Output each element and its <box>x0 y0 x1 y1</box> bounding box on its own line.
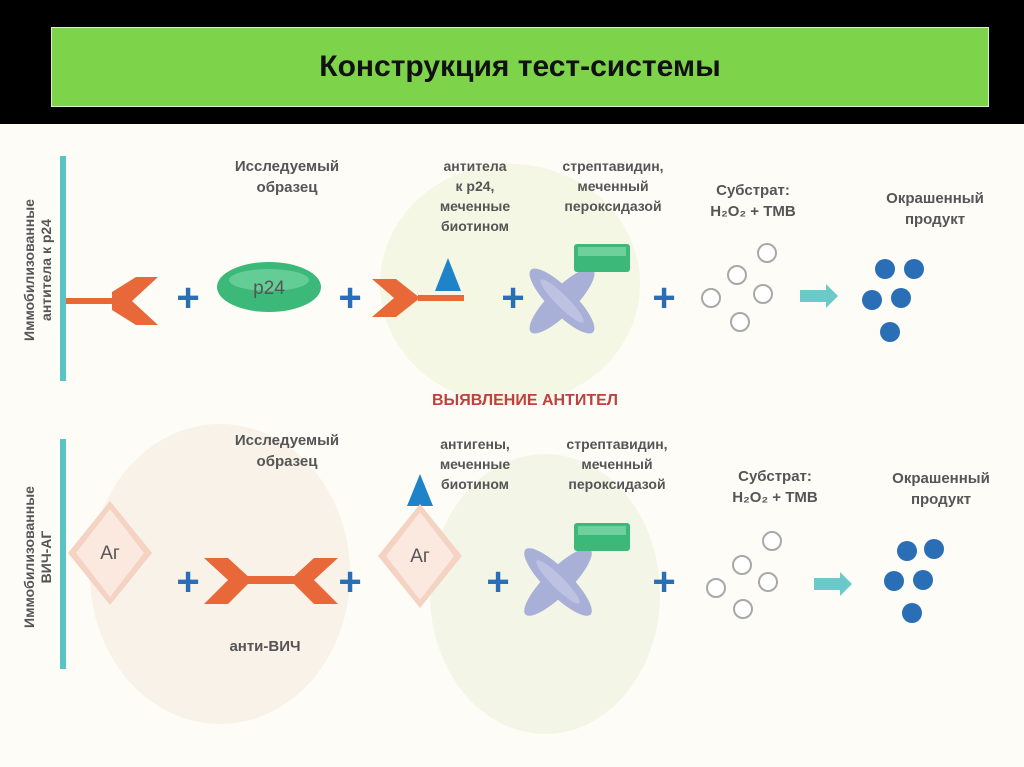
row1-streptavidin-label: стрептавидин, меченный пероксидазой <box>543 156 683 216</box>
biotin-triangle-icon <box>407 474 433 506</box>
row2-product-label-line2: продукт <box>910 491 972 508</box>
row2-substrate-label-line1: Субстрат: <box>738 468 812 485</box>
row2-antigen-label: антигены, меченные биотином <box>412 434 538 494</box>
row2-sample-label: Исследуемый образец <box>207 430 367 472</box>
immobilized-antibody-icon <box>66 277 158 325</box>
row2-sample-label-line1: Исследуемый <box>234 432 340 449</box>
row1-product-label-line2: продукт <box>904 211 966 228</box>
row1-side-label-line2: антитела к р24 <box>38 219 54 321</box>
section-title: ВЫЯВЛЕНИЕ АНТИТЕЛ <box>432 392 618 409</box>
row2-product-label-line1: Окрашенный <box>892 470 990 487</box>
row1-antibody-label-line: антитела <box>443 158 507 174</box>
page-title: Конструкция тест-системы <box>319 50 721 83</box>
row1-sample-label-line2: образец <box>256 179 318 196</box>
plus-icon: + <box>486 560 510 604</box>
immobilized-antigen-icon: Аг <box>68 501 152 605</box>
plus-icon: + <box>338 276 362 320</box>
row2-substrate-formula: H₂O₂ + ТМВ <box>732 489 818 506</box>
biotin-triangle-icon <box>435 258 461 291</box>
row2-antigen-label-line: биотином <box>440 476 510 492</box>
row2-streptavidin-label: стрептавидин, меченный пероксидазой <box>547 434 687 494</box>
p24-antigen-icon: р24 <box>217 262 321 312</box>
row2-side-label-line1: Иммобилизованные <box>21 486 37 628</box>
row1-streptavidin-label-line: стрептавидин, <box>562 158 664 174</box>
title-banner: Конструкция тест-системы <box>51 27 989 107</box>
row1-vertical-bar <box>60 156 66 381</box>
row2-side-label-line2: ВИЧ-АГ <box>38 530 54 584</box>
row1-streptavidin-label-line: меченный <box>577 178 649 194</box>
plus-icon: + <box>176 276 200 320</box>
colored-product-dots-icon <box>884 539 944 623</box>
anti-hiv-label: анти-ВИЧ <box>229 638 301 655</box>
plus-icon: + <box>501 276 525 320</box>
plus-icon: + <box>176 560 200 604</box>
row1-streptavidin-label-line: пероксидазой <box>564 198 662 214</box>
streptavidin-peroxidase-icon <box>529 244 630 334</box>
row1-substrate-label-line1: Субстрат: <box>716 182 790 199</box>
row2-vertical-bar <box>60 439 66 669</box>
row1-substrate-formula: H₂O₂ + ТМВ <box>710 203 796 220</box>
arrow-right-icon <box>814 572 852 596</box>
diagram-panel: Иммобилизованные антитела к р24 + Исслед… <box>0 124 1024 767</box>
anti-hiv-antibody-icon <box>204 558 338 604</box>
substrate-dots-icon <box>701 243 777 332</box>
row2-antigen-label-line: меченные <box>439 456 511 472</box>
row2-streptavidin-label-line: стрептавидин, <box>566 436 668 452</box>
row2-streptavidin-label-line: меченный <box>581 456 653 472</box>
row2-sample-label-line2: образец <box>256 453 318 470</box>
row2-substrate-label: Субстрат: H₂O₂ + ТМВ <box>715 466 835 508</box>
row2-streptavidin-label-line: пероксидазой <box>568 476 666 492</box>
row1-side-label-line1: Иммобилизованные <box>21 199 37 341</box>
row1-antibody-label-line: к р24, <box>455 178 495 194</box>
plus-icon: + <box>652 276 676 320</box>
substrate-dots-icon <box>706 531 782 619</box>
row1-product-label: Окрашенный продукт <box>880 188 990 230</box>
colored-product-dots-icon <box>862 259 924 342</box>
plus-icon: + <box>652 560 676 604</box>
header: Конструкция тест-системы <box>0 0 1024 124</box>
p24-text: р24 <box>253 278 285 299</box>
ag-biotin-text: Аг <box>410 546 430 567</box>
biotinylated-antibody-icon <box>372 258 464 317</box>
row1-antibody-label-line: меченные <box>439 198 511 214</box>
row2-antigen-label-line: антигены, <box>440 436 510 452</box>
row1-substrate-label: Субстрат: H₂O₂ + ТМВ <box>693 180 813 222</box>
biotinylated-antigen-icon: Аг <box>378 474 462 608</box>
streptavidin-peroxidase-icon <box>524 523 630 616</box>
background-blob <box>380 164 640 404</box>
ag-text: Аг <box>100 543 120 564</box>
row1-sample-label-line1: Исследуемый <box>234 158 340 175</box>
row1-antibody-label-line: биотином <box>440 218 510 234</box>
plus-icon: + <box>338 560 362 604</box>
row1-product-label-line1: Окрашенный <box>886 190 984 207</box>
arrow-right-icon <box>800 284 838 308</box>
row2-side-label: Иммобилизованные ВИЧ-АГ <box>21 447 55 667</box>
row1-side-label: Иммобилизованные антитела к р24 <box>21 160 55 380</box>
row1-antibody-label: антитела к р24, меченные биотином <box>412 156 538 236</box>
row2-product-label: Окрашенный продукт <box>886 468 996 510</box>
row1-sample-label: Исследуемый образец <box>207 156 367 198</box>
